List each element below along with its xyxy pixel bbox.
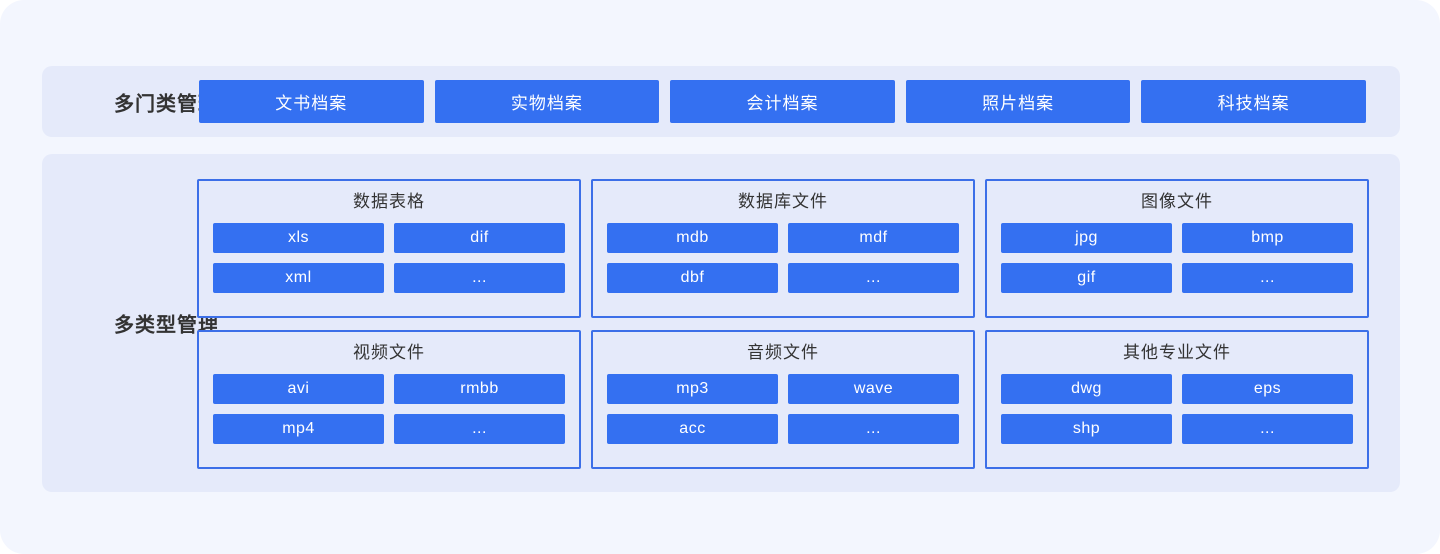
format-chip: ... — [394, 263, 565, 293]
category-button: 会计档案 — [670, 80, 895, 123]
format-chip: bmp — [1182, 223, 1353, 253]
group-title: 视频文件 — [353, 343, 425, 362]
format-chip: wave — [788, 374, 959, 404]
format-chip: xml — [213, 263, 384, 293]
format-chip: mdf — [788, 223, 959, 253]
category-button: 实物档案 — [434, 80, 660, 123]
band-label-multi-type: 多类型管理 — [114, 314, 219, 337]
group-title: 音频文件 — [747, 343, 819, 362]
format-chip: dwg — [1001, 374, 1172, 404]
format-chip: acc — [607, 414, 778, 444]
group-title: 数据库文件 — [738, 192, 828, 211]
category-button: 文书档案 — [199, 80, 424, 123]
format-chip: ... — [1182, 414, 1353, 444]
format-chip: jpg — [1001, 223, 1172, 253]
format-chip: ... — [394, 414, 565, 444]
format-chip: dbf — [607, 263, 778, 293]
band-label-multi-category: 多门类管理 — [114, 93, 219, 115]
format-chip: rmbb — [394, 374, 565, 404]
format-chip: ... — [788, 263, 959, 293]
category-buttons-row: 文书档案实物档案会计档案照片档案科技档案 — [199, 66, 1366, 137]
format-chip: dif — [394, 223, 565, 253]
format-chip: ... — [788, 414, 959, 444]
category-button: 照片档案 — [905, 80, 1131, 123]
group-title: 其他专业文件 — [1123, 343, 1231, 362]
format-chip: shp — [1001, 414, 1172, 444]
format-chip: xls — [213, 223, 384, 253]
format-chip: eps — [1182, 374, 1353, 404]
group-title: 数据表格 — [353, 192, 425, 211]
format-chip: mp4 — [213, 414, 384, 444]
format-chip: mp3 — [607, 374, 778, 404]
category-button: 科技档案 — [1141, 80, 1366, 123]
format-chip: ... — [1182, 263, 1353, 293]
format-chip: mdb — [607, 223, 778, 253]
format-chip: gif — [1001, 263, 1172, 293]
multi-category-band: 多门类管理 文书档案实物档案会计档案照片档案科技档案 — [42, 66, 1400, 137]
format-chip: avi — [213, 374, 384, 404]
group-title: 图像文件 — [1141, 192, 1213, 211]
